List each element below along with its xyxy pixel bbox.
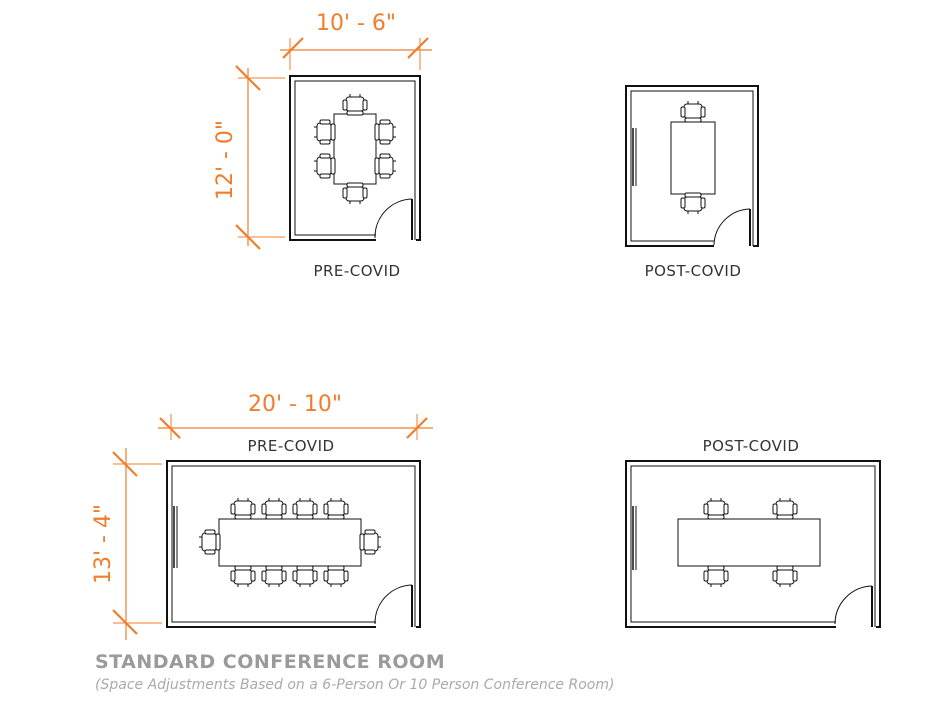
door-swing xyxy=(374,584,413,627)
drawing-title: STANDARD CONFERENCE ROOM xyxy=(95,651,445,673)
room-wall-inner xyxy=(630,465,876,627)
conference-table xyxy=(333,113,377,185)
chair-icon xyxy=(323,498,349,520)
dimension-width: 10' - 6" xyxy=(280,11,432,70)
room-large-post-covid: POST-COVID xyxy=(625,437,881,628)
conference-table xyxy=(677,518,821,567)
room-large-pre-covid: 20' - 10" 13' - 4" PRE-COVID xyxy=(91,392,433,640)
room-label: POST-COVID xyxy=(703,437,800,455)
height-dimension-label: 12' - 0" xyxy=(213,120,238,200)
room-wall-inner xyxy=(171,465,416,627)
room-small-post-covid: POST-COVID xyxy=(625,85,759,280)
chair-icon xyxy=(314,153,336,179)
chair-icon xyxy=(680,192,706,214)
chair-icon xyxy=(323,565,349,587)
room-small-pre-covid: 10' - 6" 12' - 0" PRE-COVID xyxy=(213,11,432,280)
room-wall-outer xyxy=(625,460,881,628)
dimension-width: 20' - 10" xyxy=(158,392,433,440)
chair-icon xyxy=(199,529,221,555)
display-screen xyxy=(632,506,637,570)
drawing-subtitle: (Space Adjustments Based on a 6-Person O… xyxy=(95,677,614,693)
room-wall-inner xyxy=(294,80,416,240)
room-label: PRE-COVID xyxy=(313,262,400,280)
chair-icon xyxy=(772,498,798,520)
chair-icon xyxy=(261,498,287,520)
chair-icon xyxy=(374,119,396,145)
room-wall-outer xyxy=(289,75,421,241)
chair-icon xyxy=(680,101,706,123)
width-dimension-label: 20' - 10" xyxy=(248,392,342,417)
chair-icon xyxy=(772,565,798,587)
chair-icon xyxy=(230,498,256,520)
room-wall-inner xyxy=(630,90,754,246)
dimension-height: 12' - 0" xyxy=(213,65,285,250)
chair-icon xyxy=(359,529,381,555)
chair-icon xyxy=(703,498,729,520)
chair-group xyxy=(703,498,798,587)
chair-group xyxy=(199,498,381,587)
chair-icon xyxy=(703,565,729,587)
chair-icon xyxy=(314,119,336,145)
room-label: POST-COVID xyxy=(645,262,742,280)
display-screen xyxy=(632,128,637,186)
conference-table xyxy=(218,518,362,567)
chair-group xyxy=(680,101,706,214)
conference-table xyxy=(670,121,716,195)
height-dimension-label: 13' - 4" xyxy=(91,504,116,584)
room-wall-outer xyxy=(625,85,759,247)
room-label: PRE-COVID xyxy=(247,437,334,455)
chair-icon xyxy=(292,565,318,587)
chair-icon xyxy=(261,565,287,587)
door-swing xyxy=(374,198,413,240)
room-wall-outer xyxy=(166,460,421,628)
chair-group xyxy=(314,94,396,204)
chair-icon xyxy=(342,94,368,116)
dimension-height: 13' - 4" xyxy=(91,448,162,640)
chair-icon xyxy=(374,153,396,179)
chair-icon xyxy=(292,498,318,520)
door-swing xyxy=(713,208,751,246)
chair-icon xyxy=(342,182,368,204)
display-screen xyxy=(173,506,178,568)
door-swing xyxy=(834,585,873,627)
chair-icon xyxy=(230,565,256,587)
width-dimension-label: 10' - 6" xyxy=(316,11,396,36)
